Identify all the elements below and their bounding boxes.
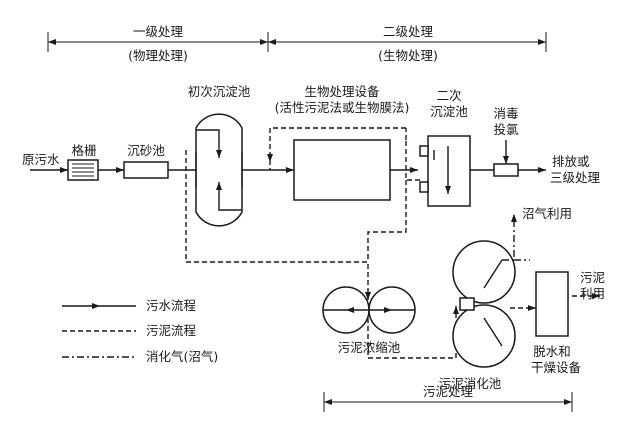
stage-primary-bracket: [47, 32, 269, 52]
screen-icon: [67, 159, 99, 181]
biogas-use-label: 沼气利用: [522, 206, 572, 221]
bio-treatment-equipment: [293, 139, 391, 201]
stage-secondary-bracket: [268, 32, 547, 52]
dewater-label-1: 脱水和: [533, 344, 571, 359]
sludge-use-label-1: 污泥: [580, 270, 605, 285]
primary-clarifier-label: 初次沉淀池: [188, 84, 251, 99]
disinfection-label-2: 投氯: [493, 122, 519, 137]
legend-sludge-label: 污泥流程: [146, 323, 197, 338]
dewater-label-2: 干燥设备: [531, 360, 582, 375]
secondary-clarifier-label-2: 沉淀池: [430, 104, 468, 119]
raw-sewage-label: 原污水: [22, 152, 60, 167]
secondary-clarifier: [419, 135, 471, 207]
screen-label: 格栅: [71, 143, 96, 158]
thickener-label: 污泥浓缩池: [338, 340, 401, 355]
dewatering-equipment: [535, 271, 569, 337]
stage-primary-subtitle: (物理处理): [128, 48, 188, 63]
stage-sludge-bracket: [323, 392, 573, 412]
grit-chamber-label: 沉砂池: [127, 143, 165, 158]
disinfection-unit: [493, 140, 519, 177]
sludge-thickener: [322, 286, 416, 334]
stage-secondary-subtitle: (生物处理): [378, 48, 438, 63]
stage-sludge-title: 污泥处理: [423, 384, 474, 399]
discharge-label-1: 排放或: [552, 154, 590, 169]
legend: [62, 303, 136, 358]
legend-biogas-label: 消化气(沼气): [146, 349, 218, 364]
sludge-digester: [452, 240, 516, 368]
disinfection-label-1: 消毒: [493, 106, 518, 121]
bio-equipment-label-2: (活性污泥法或生物膜法): [275, 100, 410, 115]
grit-chamber: [123, 161, 169, 179]
biogas-lines: [502, 214, 530, 261]
stage-secondary-title: 二级处理: [383, 24, 434, 39]
discharge-label-2: 三级处理: [550, 170, 601, 185]
stage-primary-title: 一级处理: [133, 24, 184, 39]
primary-clarifier: [195, 113, 243, 227]
digester-label: 污泥消化池: [439, 376, 502, 391]
bio-equipment-label-1: 生物处理设备: [304, 84, 380, 99]
secondary-clarifier-label-1: 二次: [436, 88, 461, 103]
sludge-use-label-2: 利用: [580, 286, 605, 301]
legend-sewage-label: 污水流程: [146, 298, 197, 313]
